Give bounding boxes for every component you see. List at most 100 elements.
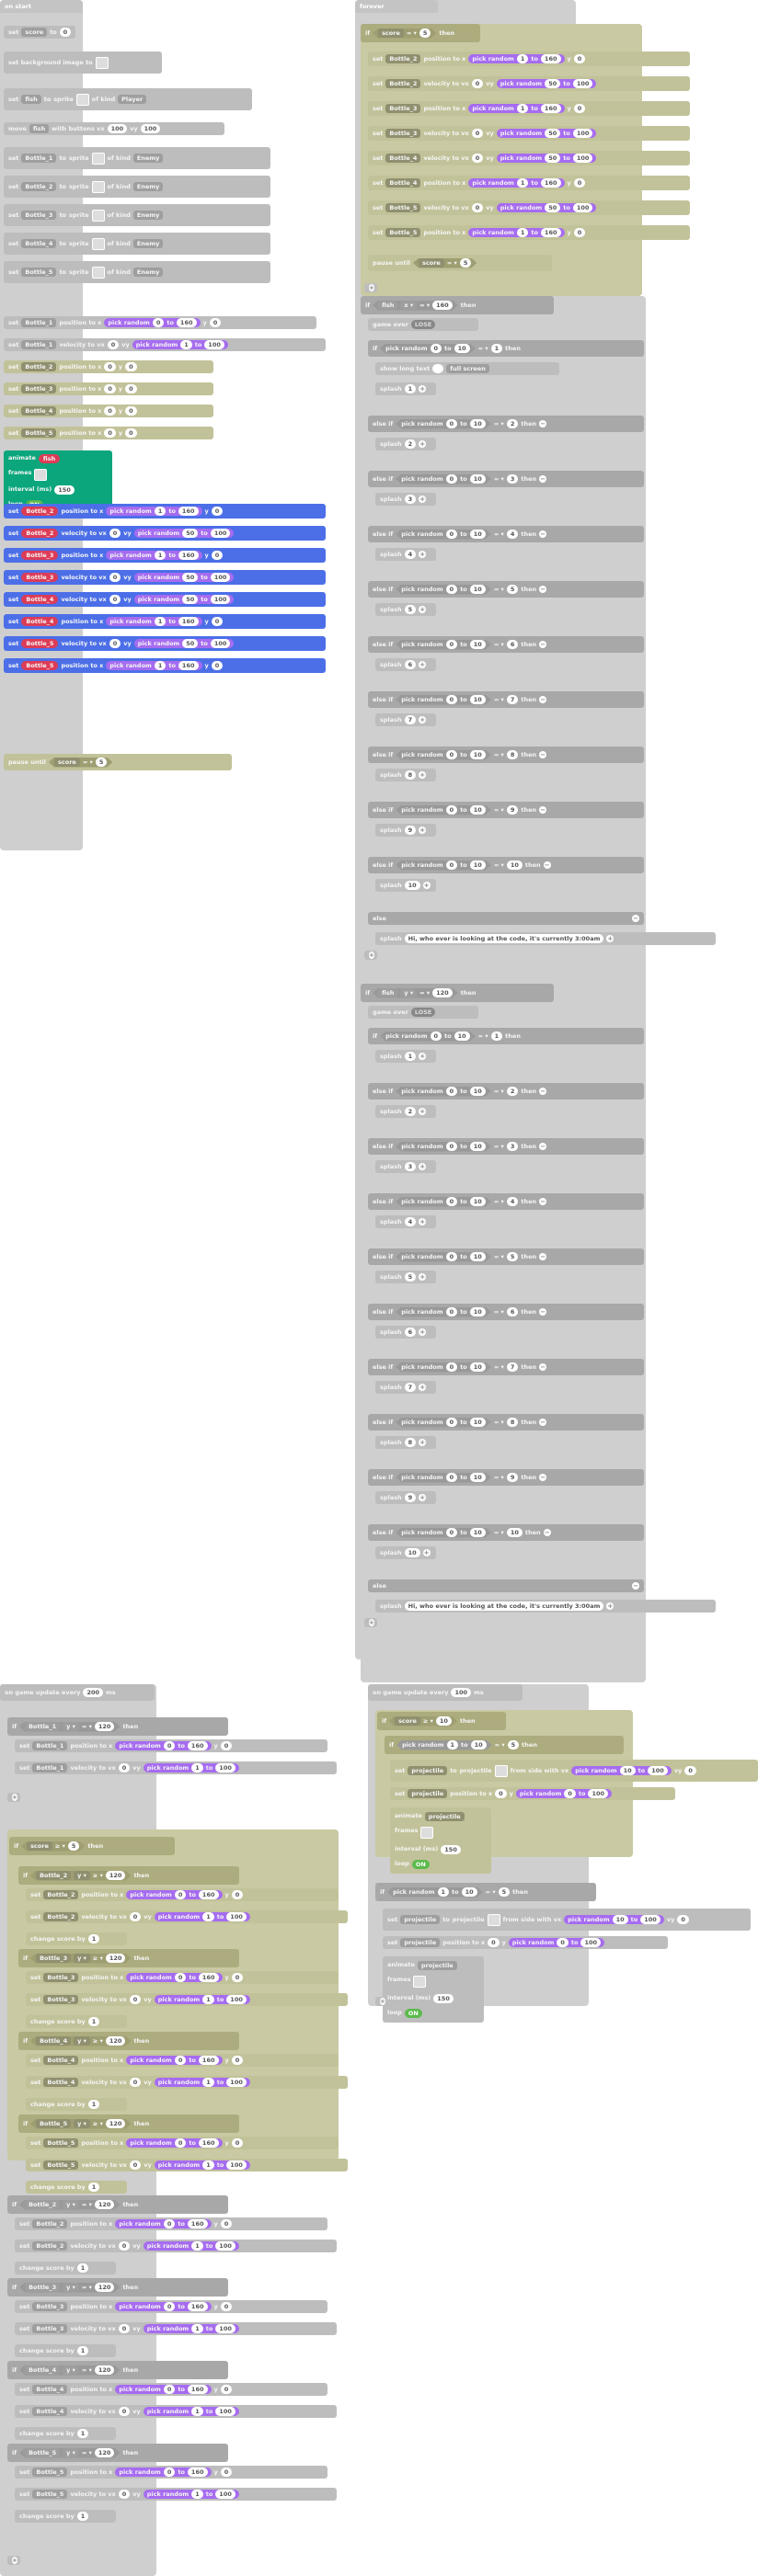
kind-dropdown[interactable]: Enemy <box>132 239 164 248</box>
min-input[interactable]: 50 <box>545 154 561 163</box>
variable-dropdown[interactable]: projectile <box>400 1915 441 1924</box>
minus-icon[interactable]: − <box>539 475 547 483</box>
operator-dropdown[interactable]: ≥ ▾ <box>422 1717 433 1725</box>
on-start-header[interactable]: on start <box>0 0 83 13</box>
add-branch-button[interactable]: + <box>7 2556 20 2565</box>
min-input[interactable]: 10 <box>612 1915 628 1924</box>
operator-dropdown[interactable]: ≥ ▾ <box>92 2037 103 2045</box>
condition[interactable]: score= ▾5 <box>49 758 112 768</box>
variable-dropdown[interactable]: Bottle_3 <box>43 1995 79 2004</box>
value-input[interactable]: 120 <box>106 2119 126 2128</box>
min-input[interactable]: 0 <box>431 344 442 353</box>
minus-icon[interactable]: − <box>539 696 547 703</box>
max-input[interactable]: 160 <box>540 54 561 63</box>
value-input[interactable]: 5 <box>507 1740 520 1750</box>
splash-input[interactable]: 5 <box>404 1272 417 1282</box>
min-input[interactable]: 50 <box>182 573 199 582</box>
operator-dropdown[interactable]: = ▾ <box>477 1032 488 1040</box>
minus-icon[interactable]: − <box>539 1363 547 1371</box>
else-block[interactable]: else− <box>368 1579 644 1592</box>
plus-icon[interactable]: + <box>12 1794 17 1801</box>
loop-toggle[interactable]: ON <box>411 1860 430 1870</box>
splash-input[interactable]: 10 <box>404 881 420 890</box>
max-input[interactable]: 160 <box>540 104 561 113</box>
value-input[interactable]: 120 <box>95 2448 115 2457</box>
variable-dropdown[interactable]: Bottle_2 <box>43 1912 79 1921</box>
variable-dropdown[interactable]: fish <box>21 95 41 104</box>
plus-icon[interactable]: + <box>369 1619 374 1626</box>
vx-input[interactable]: 0 <box>109 573 121 582</box>
variable-dropdown[interactable]: Bottle_1 <box>21 318 57 327</box>
plus-icon[interactable]: + <box>419 1108 427 1115</box>
plus-icon[interactable]: + <box>419 1384 427 1391</box>
operator-dropdown[interactable]: = ▾ <box>446 259 457 267</box>
condition[interactable]: score≥ ▾5 <box>21 1841 85 1852</box>
variable-dropdown[interactable]: Bottle_3 <box>43 1973 79 1982</box>
operator-dropdown[interactable]: = ▾ <box>81 2449 92 2456</box>
variable-dropdown[interactable]: score <box>27 1841 52 1851</box>
value-input[interactable]: 5 <box>506 585 519 594</box>
x-input[interactable]: 0 <box>495 1789 507 1798</box>
minus-icon[interactable]: − <box>539 806 547 814</box>
variable-dropdown[interactable]: Bottle_5 <box>21 268 57 277</box>
add-branch-button[interactable]: + <box>375 1997 388 2006</box>
variable-dropdown[interactable]: Bottle_4 <box>36 2036 71 2046</box>
plus-icon[interactable]: + <box>606 935 614 942</box>
vx-input[interactable]: 0 <box>109 595 121 604</box>
variable-dropdown[interactable]: Bottle_2 <box>385 79 421 88</box>
plus-icon[interactable]: + <box>419 826 427 834</box>
max-input[interactable]: 100 <box>215 2490 235 2499</box>
min-input[interactable]: 0 <box>163 2468 176 2477</box>
value-input[interactable]: 1 <box>87 1934 100 1943</box>
min-input[interactable]: 0 <box>564 1789 576 1798</box>
max-input[interactable]: 160 <box>198 2138 219 2148</box>
max-input[interactable]: 10 <box>470 695 486 704</box>
max-input[interactable]: 100 <box>572 129 593 138</box>
min-input[interactable]: 0 <box>446 474 458 484</box>
x-input[interactable]: 0 <box>488 1938 500 1947</box>
min-input[interactable]: 0 <box>446 805 458 815</box>
plus-icon[interactable]: + <box>419 606 427 613</box>
y-input[interactable]: 0 <box>231 2138 244 2148</box>
max-input[interactable]: 100 <box>226 1912 247 1921</box>
variable-dropdown[interactable]: Bottle_1 <box>32 1741 68 1750</box>
vx-input[interactable]: 0 <box>471 129 484 138</box>
variable-dropdown[interactable]: Bottle_3 <box>32 2302 68 2311</box>
splash-input[interactable]: 3 <box>404 495 417 504</box>
operator-dropdown[interactable]: ≥ ▾ <box>92 1955 103 1962</box>
operator-dropdown[interactable]: = ▾ <box>493 1308 504 1316</box>
minus-icon[interactable]: − <box>539 641 547 648</box>
operator-dropdown[interactable]: = ▾ <box>494 1741 505 1749</box>
plus-icon[interactable]: + <box>419 1328 427 1336</box>
max-input[interactable]: 100 <box>226 1995 247 2004</box>
